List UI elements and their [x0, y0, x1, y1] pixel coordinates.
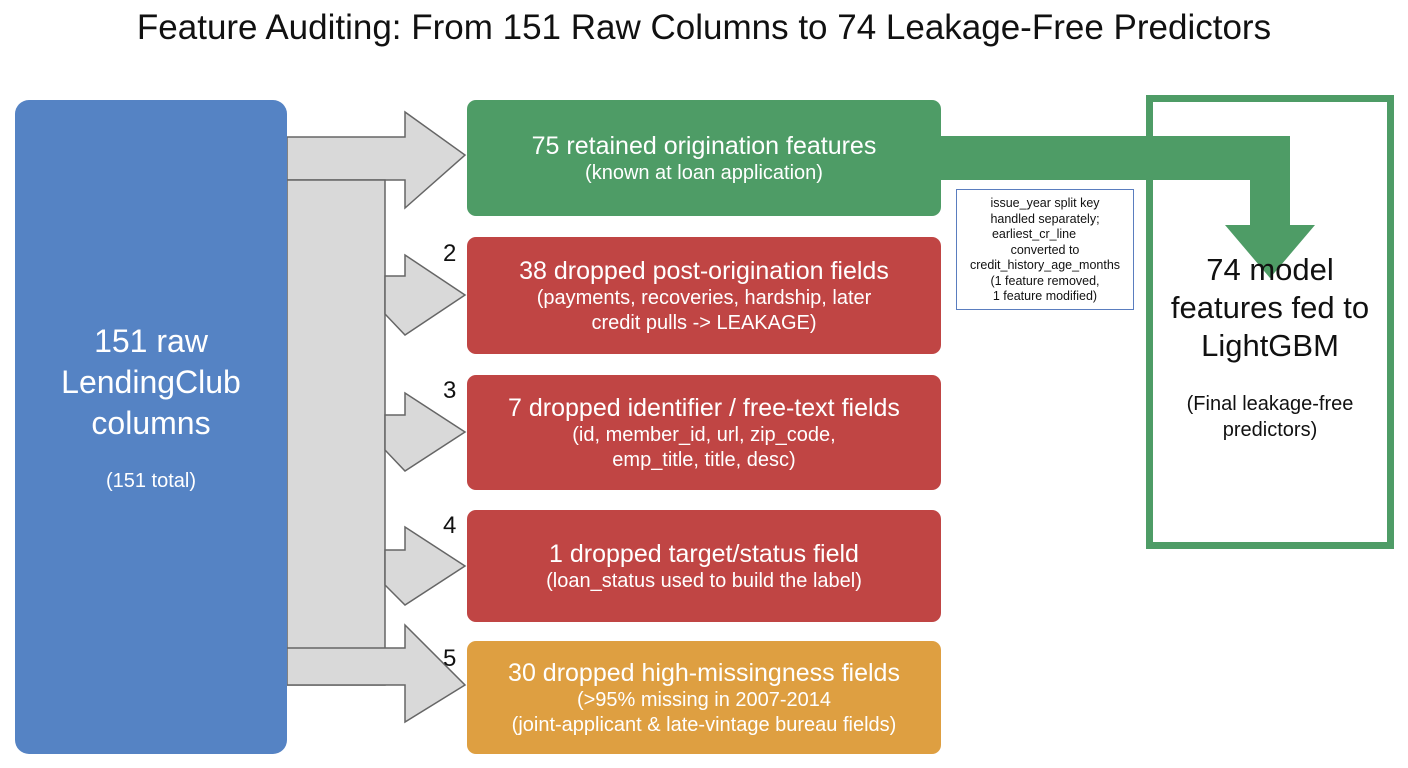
step-number-4: 4	[443, 512, 457, 539]
arrow-to-step-3	[384, 391, 467, 472]
step-label: 7 dropped identifier / free-text fields	[508, 393, 900, 422]
note-line: credit_history_age_months	[969, 258, 1121, 272]
step-number-5: 5	[443, 645, 457, 672]
step-sub-line: emp_title, title, desc)	[612, 448, 796, 471]
final-label: 74 model features fed to LightGBM	[1170, 252, 1370, 363]
source-columns-box: 151 raw LendingClub columns (151 total)	[15, 100, 287, 754]
note-line: handled separately;	[990, 211, 1100, 226]
step-label: 30 dropped high-missingness fields	[508, 658, 900, 687]
note-line: converted to	[1010, 242, 1080, 257]
step-sub-line: (loan_status used to build the label)	[546, 569, 862, 592]
step-box-retained: 75 retained origination features (known …	[467, 100, 941, 216]
step-box-post-origination: 38 dropped post-origination fields (paym…	[467, 237, 941, 354]
step-box-identifier: 7 dropped identifier / free-text fields …	[467, 375, 941, 490]
final-sub: (Final leakage-free predictors)	[1186, 393, 1354, 441]
step-number-3: 3	[443, 377, 457, 404]
note-line: (1 feature removed,	[990, 273, 1100, 288]
step-sub-line: (id, member_id, url, zip_code,	[572, 423, 836, 446]
step-label: 75 retained origination features	[531, 131, 877, 160]
step-sub-line: (known at loan application)	[585, 161, 823, 184]
step-sub-line: (payments, recoveries, hardship, later	[536, 286, 872, 309]
note-line: 1 feature modified)	[992, 289, 1098, 303]
step-label: 38 dropped post-origination fields	[519, 256, 889, 285]
issue-year-note: issue_year split key handled separately;…	[956, 189, 1134, 310]
step-sub-line: (>95% missing in 2007-2014	[576, 688, 832, 711]
step-sub-line: (joint-applicant & late-vintage bureau f…	[511, 713, 897, 736]
final-features-box: 74 model features fed to LightGBM (Final…	[1146, 95, 1394, 549]
diagram-title: Feature Auditing: From 151 Raw Columns t…	[136, 8, 1272, 47]
arrow-to-step-5	[286, 623, 467, 724]
step-sub-line: credit pulls -> LEAKAGE)	[591, 311, 817, 334]
connector-trunk	[286, 179, 386, 686]
step-number-2: 2	[443, 240, 457, 267]
arrow-to-step-4	[384, 525, 467, 606]
note-line: earliest_cr_line	[991, 227, 1077, 241]
step-label: 1 dropped target/status field	[549, 539, 859, 568]
source-label: 151 raw LendingClub columns	[61, 323, 241, 441]
source-sub: (151 total)	[105, 470, 197, 492]
step-box-missingness: 30 dropped high-missingness fields (>95%…	[467, 641, 941, 754]
step-box-target: 1 dropped target/status field (loan_stat…	[467, 510, 941, 622]
arrow-to-final	[941, 136, 1315, 278]
arrow-to-step-2	[384, 253, 467, 336]
note-line: issue_year split key	[990, 196, 1100, 210]
